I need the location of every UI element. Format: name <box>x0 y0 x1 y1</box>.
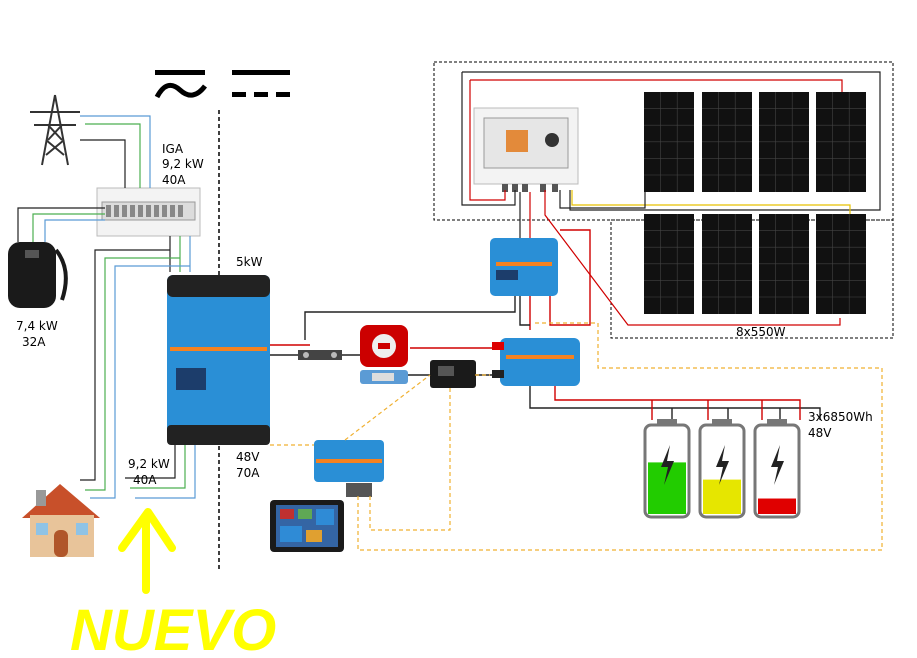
battery-monitor <box>430 360 476 388</box>
gx-touch-display <box>270 500 344 552</box>
battery-wires <box>529 386 821 420</box>
charger-wires <box>17 207 105 242</box>
sine-wave-icon <box>154 70 207 99</box>
battery-bank <box>643 419 801 519</box>
pv-wires <box>461 71 881 326</box>
ev-charger-icon <box>8 242 68 308</box>
nuevo-handwritten: NUEVO <box>70 598 276 658</box>
inverter <box>167 275 270 445</box>
up-arrow-icon <box>118 508 176 594</box>
smart-shunt <box>360 370 408 384</box>
house-wires <box>80 249 196 499</box>
battery-level <box>648 462 686 514</box>
house-icon <box>22 484 100 557</box>
lightning-icon <box>661 445 674 485</box>
house-current: 40A <box>133 473 157 487</box>
solar-panels <box>644 92 866 314</box>
house-power: 9,2 kW <box>128 457 170 471</box>
lightning-icon <box>771 445 784 485</box>
battery-voltage: 48V <box>808 426 832 440</box>
lynx-distributor <box>492 338 580 386</box>
battery-level <box>703 479 741 514</box>
solar-panel <box>759 92 809 192</box>
iga-power: 9,2 kW <box>162 157 204 171</box>
dc-current: 70A <box>236 466 260 480</box>
inverter-power: 5kW <box>236 255 263 269</box>
battery <box>698 419 746 519</box>
panels-label: 8x550W <box>736 325 786 339</box>
solar-panel <box>644 214 694 314</box>
pv-combiner-box <box>473 107 579 192</box>
battery <box>753 419 801 519</box>
iga-current: 40A <box>162 173 186 187</box>
power-tower-icon <box>30 94 80 166</box>
dc-voltage: 48V <box>236 450 260 464</box>
mppt-controller <box>490 238 558 296</box>
battery-capacity: 3x6850Wh <box>808 410 873 424</box>
solar-panel <box>816 214 866 314</box>
iga-title: IGA <box>162 142 184 156</box>
battery-level <box>758 498 796 514</box>
grid-wires <box>80 115 151 188</box>
cerbo-gx <box>314 440 384 497</box>
solar-panel <box>759 214 809 314</box>
battery <box>643 419 691 519</box>
solar-panel <box>644 92 694 192</box>
solar-panel <box>702 92 752 192</box>
solar-panel <box>816 92 866 192</box>
charger-power: 7,4 kW <box>16 319 58 333</box>
dc-busbar <box>298 350 342 360</box>
breaker-panel <box>96 187 201 237</box>
communication-lines <box>270 322 883 551</box>
lightning-icon <box>716 445 729 485</box>
charger-current: 32A <box>22 335 46 349</box>
battery-switch-icon <box>360 325 408 367</box>
solar-panel <box>702 214 752 314</box>
dc-dash-icon <box>232 70 290 97</box>
